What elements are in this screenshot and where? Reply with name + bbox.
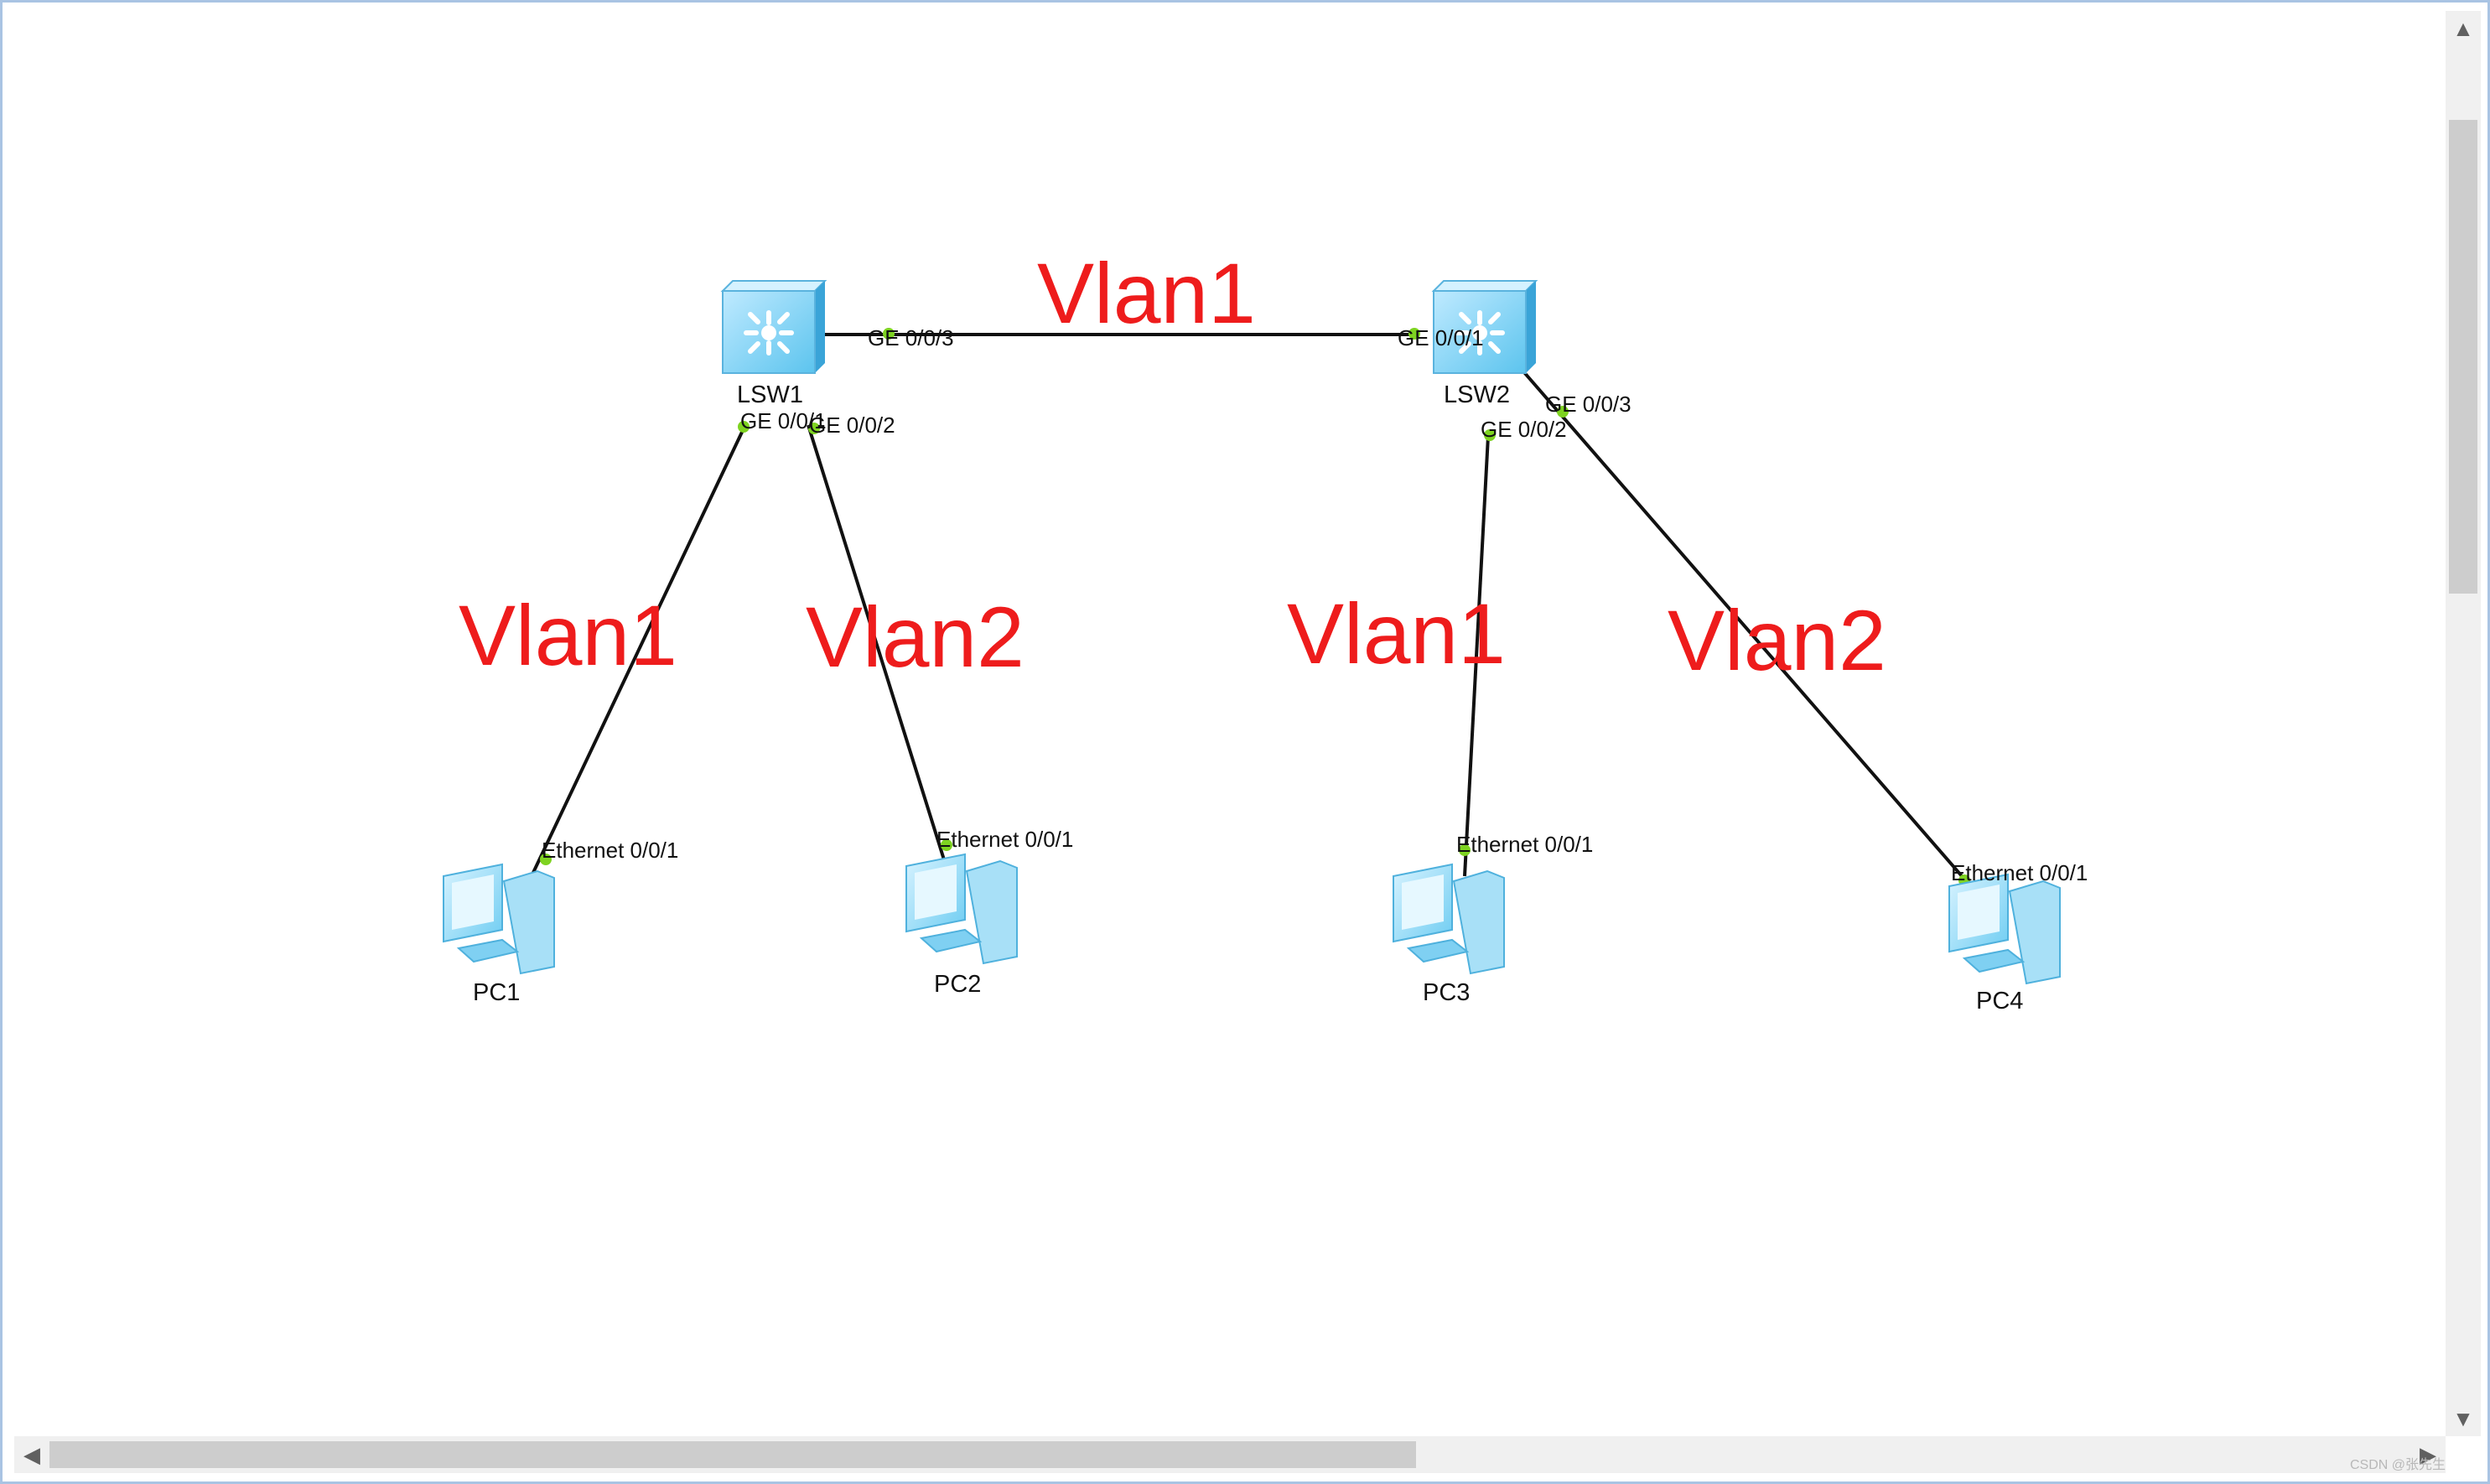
link-lsw1-pc1[interactable] bbox=[530, 426, 746, 877]
pc-pc3[interactable] bbox=[1393, 863, 1505, 975]
vertical-scrollbar[interactable]: ▲ ▼ bbox=[2446, 11, 2481, 1436]
arrow-right-icon[interactable]: ▶ bbox=[2420, 1442, 2436, 1467]
vlan-annotation-pc3: Vlan1 bbox=[1287, 586, 1506, 682]
horizontal-scroll-thumb[interactable] bbox=[49, 1441, 1416, 1468]
topology-canvas[interactable]: LSW1 LSW2 PC1 PC2 PC3 PC4 GE 0/0/3 GE 0/… bbox=[14, 11, 2446, 1436]
arrow-left-icon[interactable]: ◀ bbox=[23, 1442, 40, 1467]
port-indicators bbox=[540, 328, 1970, 886]
device-label-pc2: PC2 bbox=[934, 971, 981, 998]
vlan-annotation-pc1: Vlan1 bbox=[459, 588, 677, 683]
port-status-dot bbox=[540, 854, 552, 865]
link-lsw2-pc4[interactable] bbox=[1522, 370, 1969, 885]
pc-pc4[interactable] bbox=[1948, 873, 2061, 985]
vlan-annotation-trunk: Vlan1 bbox=[1037, 246, 1256, 341]
topology-diagram: LSW1 LSW2 PC1 PC2 PC3 PC4 GE 0/0/3 GE 0/… bbox=[443, 246, 2088, 1014]
device-label-pc3: PC3 bbox=[1423, 979, 1470, 1006]
port-label: GE 0/0/1 bbox=[1398, 325, 1484, 350]
vertical-scroll-thumb[interactable] bbox=[2449, 120, 2477, 594]
pc-icon bbox=[1393, 863, 1505, 975]
port-label: Ethernet 0/0/1 bbox=[936, 827, 1073, 852]
pc-icon bbox=[905, 853, 1018, 965]
pc-icon bbox=[443, 863, 555, 975]
port-status-dot bbox=[883, 328, 895, 340]
port-status-dot bbox=[738, 421, 750, 433]
port-label: GE 0/0/2 bbox=[809, 413, 895, 438]
switch-icon bbox=[720, 280, 827, 374]
pc-pc1[interactable] bbox=[443, 863, 555, 975]
port-status-dot bbox=[1459, 844, 1471, 856]
links bbox=[530, 333, 1969, 885]
arrow-up-icon[interactable]: ▲ bbox=[2452, 16, 2474, 41]
horizontal-scrollbar[interactable]: ◀ ▶ bbox=[14, 1436, 2446, 1473]
switch-icon bbox=[1431, 280, 1538, 374]
device-label-lsw1: LSW1 bbox=[737, 381, 803, 408]
port-status-dot bbox=[941, 839, 952, 851]
switch-lsw1[interactable] bbox=[720, 280, 827, 374]
port-label: GE 0/0/2 bbox=[1481, 417, 1567, 442]
arrow-down-icon[interactable]: ▼ bbox=[2452, 1406, 2474, 1431]
pc-pc2[interactable] bbox=[905, 853, 1018, 965]
device-label-lsw2: LSW2 bbox=[1444, 381, 1510, 408]
pc-icon bbox=[1948, 873, 2061, 985]
port-label: Ethernet 0/0/1 bbox=[1951, 860, 2088, 885]
device-label-pc4: PC4 bbox=[1976, 988, 2023, 1014]
port-status-dot bbox=[1408, 328, 1420, 340]
port-label: GE 0/0/3 bbox=[868, 325, 954, 350]
port-label: GE 0/0/1 bbox=[740, 408, 827, 433]
port-label: Ethernet 0/0/1 bbox=[542, 838, 678, 863]
port-status-dot bbox=[1557, 406, 1569, 418]
port-status-dot bbox=[808, 423, 820, 434]
device-label-pc1: PC1 bbox=[473, 979, 520, 1006]
port-label: Ethernet 0/0/1 bbox=[1456, 832, 1593, 857]
watermark: CSDN @张先生 bbox=[2349, 1458, 2446, 1472]
vlan-annotation-pc2: Vlan2 bbox=[806, 589, 1025, 685]
port-label: GE 0/0/3 bbox=[1545, 392, 1631, 417]
vlan-annotation-pc4: Vlan2 bbox=[1668, 593, 1886, 688]
port-status-dot bbox=[1484, 429, 1496, 441]
switch-lsw2[interactable] bbox=[1431, 280, 1538, 374]
link-lsw2-pc3[interactable] bbox=[1463, 435, 1490, 877]
link-lsw1-pc2[interactable] bbox=[807, 424, 948, 869]
